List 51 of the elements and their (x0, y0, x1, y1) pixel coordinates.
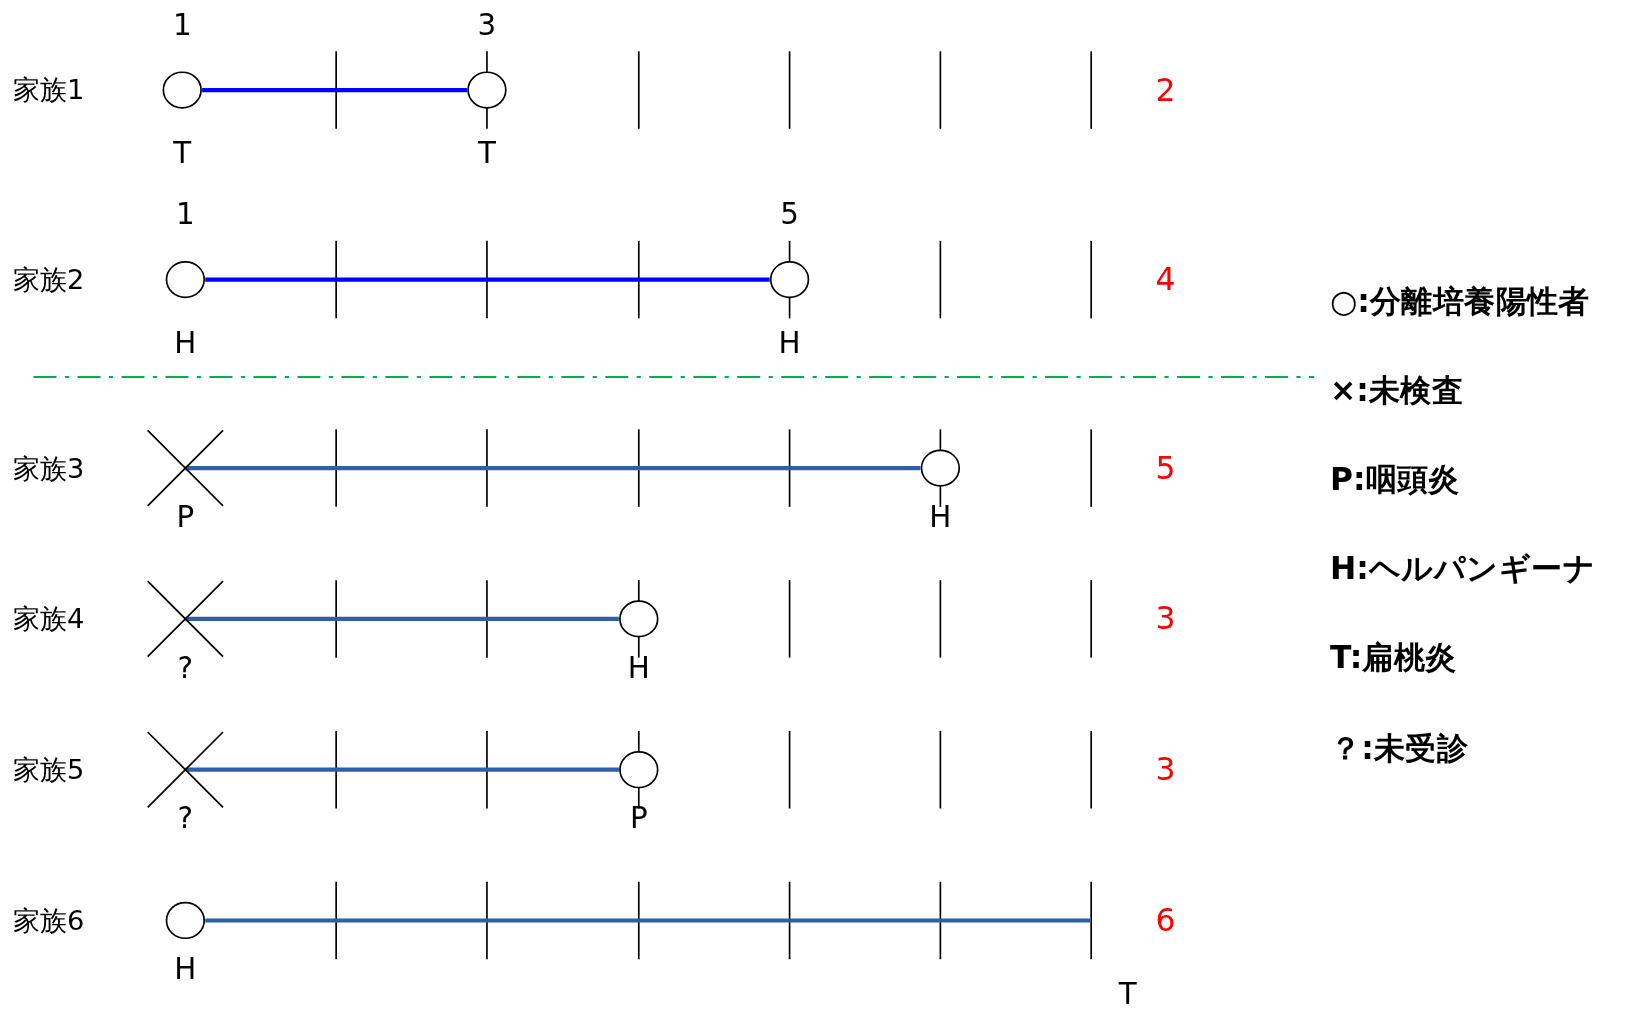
family-label: 家族1 (12, 76, 85, 104)
number-label: 1 (176, 200, 195, 230)
timeline-line (185, 767, 619, 772)
circle-marker (769, 260, 810, 299)
timeline-line (185, 616, 619, 621)
letter-label: H (929, 502, 952, 532)
cross-marker (147, 581, 224, 657)
circle-marker (467, 71, 507, 109)
family-label: 家族5 (12, 756, 85, 784)
legend-text: ？:未受診 (1329, 733, 1469, 765)
letter-label: H (627, 653, 650, 683)
circle-marker (618, 600, 659, 638)
family-label: 家族2 (12, 266, 85, 294)
count-number: 6 (1155, 904, 1176, 937)
family-label: 家族6 (12, 906, 85, 935)
timeline-line (205, 918, 1092, 923)
circle-marker (165, 901, 206, 940)
family-label: 家族3 (12, 454, 85, 482)
family-label: 家族4 (12, 605, 85, 633)
legend-text: T:扁桃炎 (1329, 641, 1457, 674)
letter-label: H (174, 328, 197, 359)
circle-marker (162, 71, 203, 109)
cross-marker (147, 430, 224, 506)
legend-text: ○:分離培養陽性者 (1329, 285, 1590, 318)
letter-label: T (1118, 980, 1137, 1009)
count-number: 3 (1155, 603, 1176, 635)
count-number: 2 (1155, 74, 1176, 106)
number-label: 1 (172, 10, 192, 40)
cross-marker (147, 732, 224, 808)
letter-label: H (174, 955, 197, 985)
letter-label: T (478, 139, 496, 169)
timeline-line (205, 277, 770, 282)
number-label: 5 (780, 200, 799, 230)
legend-text: H:ヘルパンギーナ (1329, 552, 1595, 585)
count-number: 5 (1155, 452, 1176, 484)
letter-label: T (173, 139, 192, 169)
letter-label: ? (177, 804, 194, 834)
letter-label: P (629, 804, 648, 834)
count-number: 4 (1155, 263, 1176, 296)
number-label: 3 (477, 10, 497, 40)
legend-text: ×:未検査 (1329, 374, 1464, 407)
circle-marker (618, 750, 659, 789)
letter-label: P (176, 502, 195, 532)
circle-marker (165, 260, 206, 299)
timeline-line (202, 87, 468, 93)
timeline-line (185, 466, 921, 471)
legend-text: P:咽頭炎 (1329, 463, 1460, 496)
count-number: 3 (1155, 754, 1176, 786)
letter-label: ? (177, 653, 194, 683)
letter-label: H (778, 328, 801, 359)
circle-marker (920, 449, 961, 487)
